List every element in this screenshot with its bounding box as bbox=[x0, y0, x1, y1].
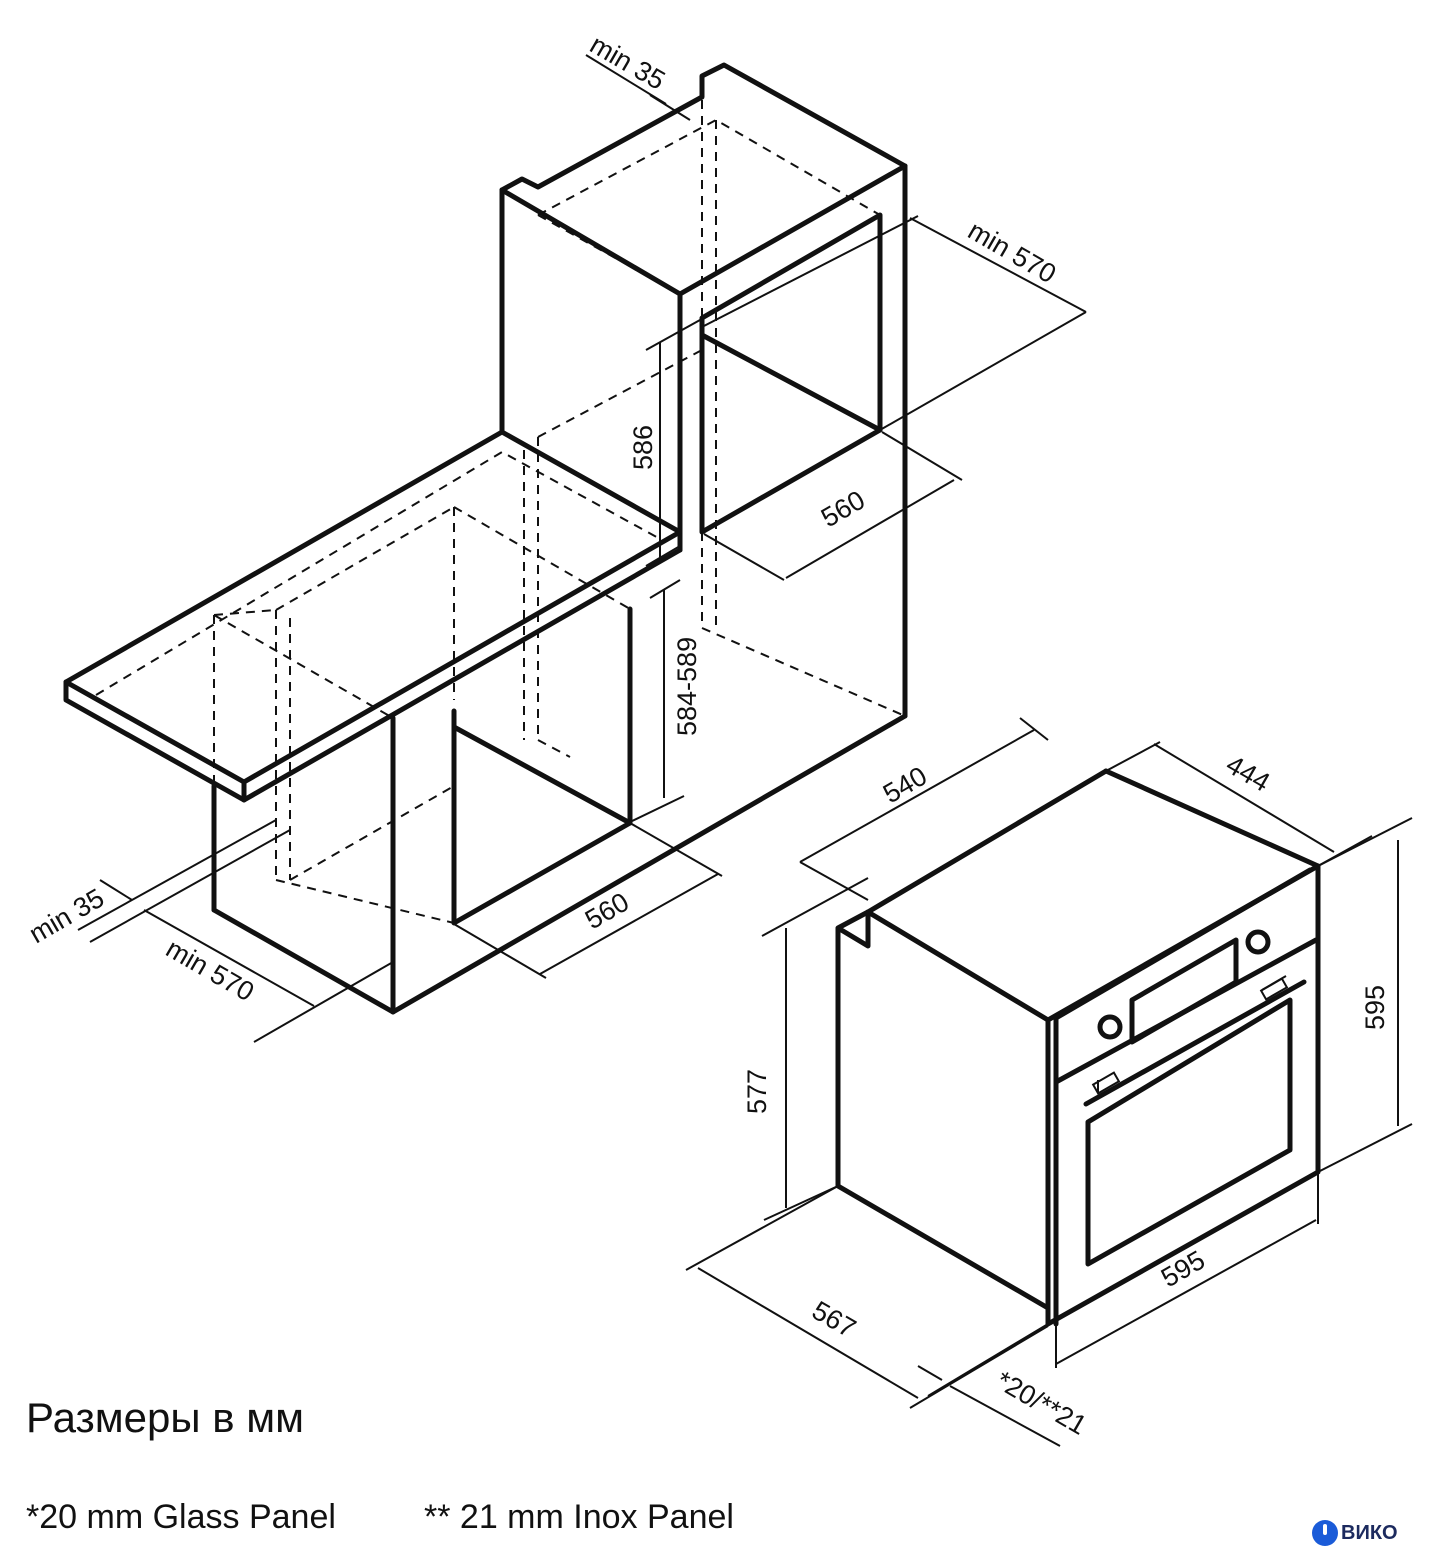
power-icon bbox=[1312, 1520, 1338, 1546]
note-inox-panel: ** 21 mm Inox Panel bbox=[424, 1498, 734, 1536]
dim-niche-height-lower: 584-589 bbox=[672, 637, 702, 736]
dim-oven-height-front: 595 bbox=[1360, 985, 1390, 1030]
dim-niche-height-upper: 586 bbox=[628, 425, 658, 470]
dim-oven-depth-body: 540 bbox=[878, 761, 932, 810]
dim-top-min570: min 570 bbox=[963, 215, 1061, 289]
oven bbox=[835, 768, 1321, 1327]
brand-logo: ВИКО bbox=[1312, 1520, 1398, 1546]
units-caption: Размеры в мм bbox=[26, 1394, 304, 1441]
dim-niche-width-upper: 560 bbox=[816, 485, 870, 534]
dim-oven-height-body: 577 bbox=[742, 1069, 772, 1114]
note-glass-panel: *20 mm Glass Panel bbox=[26, 1498, 336, 1536]
base-cabinet bbox=[63, 429, 908, 1015]
dim-left-min570: min 570 bbox=[161, 933, 259, 1007]
dim-top-min35: min 35 bbox=[585, 29, 670, 96]
dim-oven-top-depth: 444 bbox=[1221, 749, 1275, 798]
tall-cabinet bbox=[499, 62, 908, 758]
brand-name: ВИКО bbox=[1341, 1521, 1398, 1544]
dimension-lines bbox=[77, 54, 1413, 1447]
dim-oven-width: 595 bbox=[1156, 1245, 1210, 1294]
dim-panel-thickness: *20/**21 bbox=[991, 1365, 1092, 1441]
dim-niche-width-lower: 560 bbox=[580, 887, 634, 936]
